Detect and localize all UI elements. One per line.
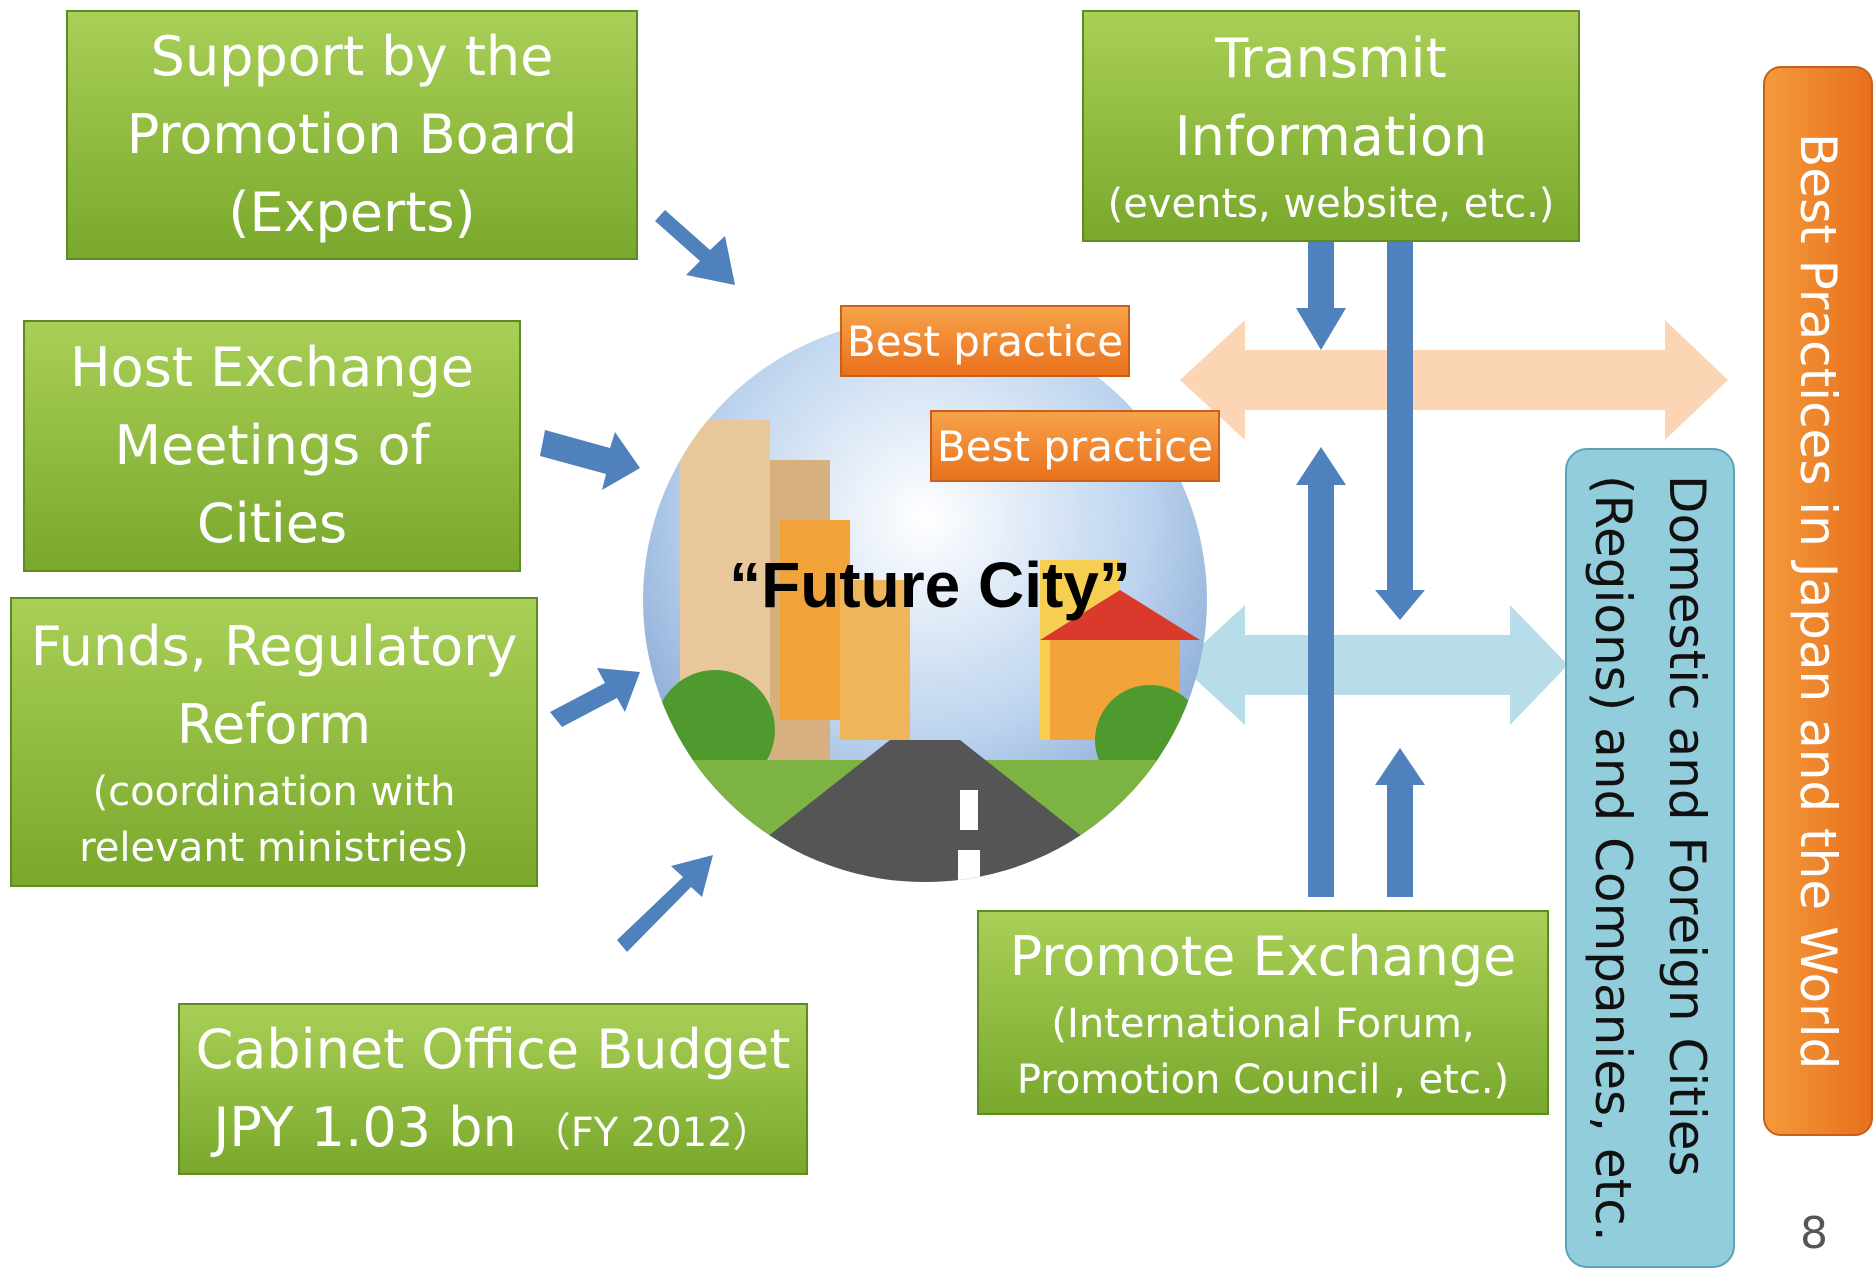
funds-line-3: (coordination with: [92, 769, 456, 815]
arrow-budget: [617, 855, 713, 952]
budget-fiscal-year: （FY 2012）: [530, 1110, 773, 1156]
transmit-line-3: (events, website, etc.): [1107, 181, 1555, 227]
funds-line-1: Funds, Regulatory: [30, 615, 518, 678]
support-line-2: Promotion Board: [126, 103, 578, 166]
transmit-long-down-arrow-head: [1375, 590, 1425, 620]
center-label: “Future City”: [729, 549, 1131, 621]
funds-line-4: relevant ministries): [79, 825, 469, 871]
host-exchange-box: Host Exchange Meetings of Cities: [23, 320, 521, 572]
world-best-practices-box: Best Practices in Japan and the World: [1763, 66, 1873, 1136]
promote-up-arrow-head: [1296, 447, 1346, 485]
page-number: 8: [1800, 1208, 1828, 1259]
best-practice-label-2: Best practice: [930, 410, 1220, 482]
world-label: Best Practices in Japan and the World: [1789, 132, 1847, 1070]
arrow-support: [655, 210, 735, 285]
support-board-box: Support by the Promotion Board (Experts): [66, 10, 638, 260]
host-line-2: Meetings of: [114, 414, 430, 477]
transmit-info-box: Transmit Information (events, website, e…: [1082, 10, 1580, 242]
promote-line-1: Promote Exchange: [1009, 924, 1517, 988]
transmit-down-arrow-head: [1296, 308, 1346, 350]
arrow-funds: [550, 668, 640, 727]
peach-double-arrow: [1180, 320, 1728, 440]
domestic-foreign-box: Domestic and Foreign Cities (Regions) an…: [1565, 448, 1735, 1268]
budget-box: Cabinet Office Budget JPY 1.03 bn （FY 20…: [178, 1003, 808, 1175]
light-blue-double-arrow: [1180, 605, 1568, 725]
promote-short-up-arrow-head: [1375, 748, 1425, 785]
promote-up-arrow-shaft: [1308, 485, 1334, 897]
budget-amount: JPY 1.03 bn: [213, 1096, 517, 1159]
funds-line-2: Reform: [176, 693, 372, 756]
funds-regulatory-box: Funds, Regulatory Reform (coordination w…: [10, 597, 538, 887]
support-line-3: (Experts): [228, 181, 476, 244]
host-line-3: Cities: [196, 492, 348, 555]
best-practice-label-1: Best practice: [840, 305, 1130, 377]
host-line-1: Host Exchange: [70, 336, 474, 399]
budget-line-1: Cabinet Office Budget: [195, 1018, 791, 1081]
promote-line-2: (International Forum,: [1051, 1000, 1475, 1047]
transmit-line-2: Information: [1174, 105, 1488, 168]
promote-line-3: Promotion Council , etc.): [1016, 1056, 1510, 1103]
transmit-long-down-arrow-shaft: [1387, 228, 1413, 590]
arrow-host: [540, 430, 640, 490]
transmit-line-1: Transmit: [1215, 27, 1447, 90]
promote-short-up-arrow-shaft: [1387, 785, 1413, 897]
promote-exchange-box: Promote Exchange (International Forum, P…: [977, 910, 1549, 1115]
domestic-line-2: (Regions) and Companies, etc.: [1584, 474, 1642, 1242]
support-line-1: Support by the: [150, 25, 554, 88]
domestic-line-1: Domestic and Foreign Cities: [1658, 474, 1716, 1177]
